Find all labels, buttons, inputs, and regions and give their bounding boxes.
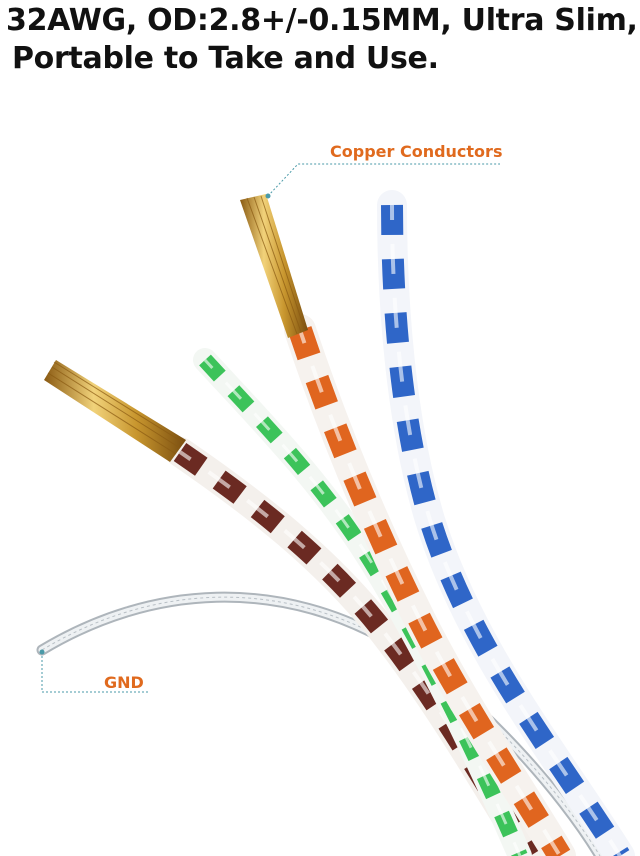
blue-wire-pair	[377, 190, 635, 856]
headline-line-2: Portable to Take and Use.	[12, 41, 439, 76]
gnd-callout-leader	[39, 649, 148, 693]
green-wire-pair	[193, 348, 532, 856]
copper-conductors-label: Copper Conductors	[330, 142, 503, 161]
copper-conductor-top	[240, 194, 308, 338]
copper-conductor-left	[44, 360, 186, 462]
orange-wire-pair	[284, 314, 576, 856]
headline: 32AWG, OD:2.8+/-0.15MM, Ultra Slim, Port…	[6, 2, 638, 78]
copper-callout-leader	[265, 163, 500, 199]
gnd-label: GND	[104, 673, 144, 692]
headline-line-1: 32AWG, OD:2.8+/-0.15MM, Ultra Slim,	[6, 3, 638, 38]
